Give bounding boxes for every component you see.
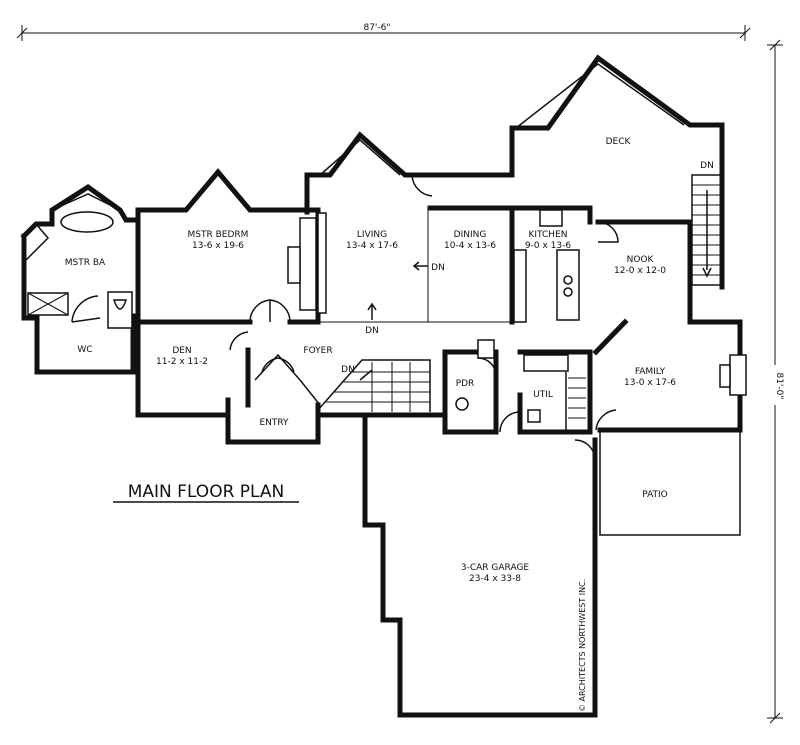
living-stair-dn-label: DN <box>365 326 379 336</box>
deck-stair-dn-label: DN <box>700 161 714 171</box>
den-label: DEN <box>172 346 191 356</box>
master-bath-walls <box>20 183 141 375</box>
plan-title: MAIN FLOOR PLAN <box>128 482 285 502</box>
depth-dimension-text: 81'-0" <box>774 372 784 399</box>
foyer-stair-dn-label: DN <box>341 365 355 375</box>
patio-label: PATIO <box>642 490 668 500</box>
stair-arrow-dining <box>412 261 428 271</box>
stair-arrow-living <box>367 302 377 320</box>
util-label: UTIL <box>533 390 553 400</box>
garage-label: 3-CAR GARAGE <box>461 563 530 573</box>
living-label: LIVING <box>357 230 387 240</box>
nook-label: NOOK <box>627 255 655 265</box>
living-room-walls <box>304 131 515 323</box>
dining-stair-dn-label: DN <box>431 263 445 273</box>
entry-label: ENTRY <box>259 418 289 428</box>
mstr-ba-label: MSTR BA <box>65 258 106 268</box>
pdr-label: PDR <box>456 379 475 389</box>
powder-utility-walls <box>442 339 593 435</box>
family-size: 13-0 x 17-6 <box>624 378 676 388</box>
depth-dimension-line: 81'-0" <box>767 39 784 724</box>
garage-size: 23-4 x 33-8 <box>469 574 521 584</box>
living-size: 13-4 x 17-6 <box>346 241 398 251</box>
mstr-bedrm-size: 13-6 x 19-6 <box>192 241 244 251</box>
dining-label: DINING <box>454 230 487 240</box>
entry-foyer-walls <box>254 353 443 418</box>
width-dimension-text: 87'-6" <box>363 23 390 33</box>
mstr-bedrm-label: MSTR BEDRM <box>188 230 249 240</box>
dining-kitchen-walls <box>427 54 725 325</box>
family-label: FAMILY <box>635 367 666 377</box>
family-room-walls <box>592 318 747 433</box>
deck-label: DECK <box>606 137 632 147</box>
kitchen-size: 9-0 x 13-6 <box>525 241 571 251</box>
wc-label: WC <box>77 345 92 355</box>
garage-walls <box>362 417 598 718</box>
patio-outline <box>599 432 741 536</box>
nook-size: 12-0 x 12-0 <box>614 266 666 276</box>
dining-size: 10-4 x 13-6 <box>444 241 496 251</box>
width-dimension-line: 87'-6" <box>16 20 751 41</box>
kitchen-label: KITCHEN <box>529 230 568 240</box>
den-size: 11-2 x 11-2 <box>156 357 208 367</box>
foyer-label: FOYER <box>303 346 332 356</box>
copyright-text: © ARCHITECTS NORTHWEST INC. <box>578 579 587 712</box>
deck-stair <box>691 174 723 286</box>
den-walls <box>135 319 321 445</box>
